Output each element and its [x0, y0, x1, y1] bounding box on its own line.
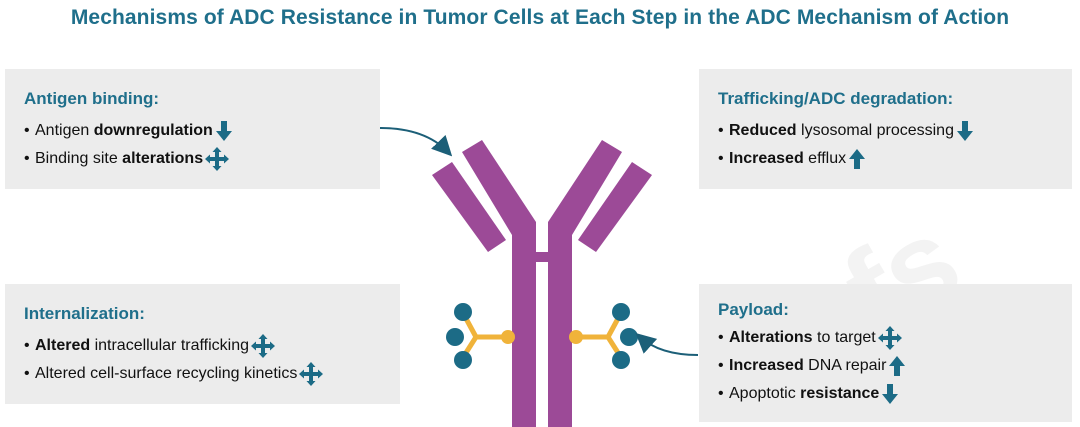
antigen-item-1: • Binding site alterations	[24, 145, 380, 173]
internalization-panel: Internalization: • Altered intracellular …	[5, 284, 400, 404]
payload-item-1: • Increased DNA repair	[718, 352, 1072, 380]
internalization-item-pre: Altered cell-surface recycling kinetics	[35, 365, 298, 382]
bullet: •	[718, 122, 724, 139]
trafficking-item-bold: Increased	[729, 150, 804, 167]
payload-left	[446, 303, 515, 369]
internalization-item-bold: Altered	[35, 337, 91, 354]
antigen-item-text: Antigen downregulation	[35, 117, 213, 145]
down-arrow-icon	[956, 120, 974, 142]
internalization-item-text: Altered intracellular trafficking	[35, 332, 249, 360]
page-title: Mechanisms of ADC Resistance in Tumor Ce…	[70, 6, 1010, 29]
up-arrow-icon	[848, 148, 866, 170]
four-way-arrow-icon	[877, 326, 902, 350]
trafficking-item-post: efflux	[803, 150, 847, 167]
payload-item-text: Alterations to target	[729, 324, 876, 352]
bullet: •	[718, 357, 724, 374]
payload-item-text: Increased DNA repair	[729, 352, 886, 380]
antibody-stem-left	[512, 222, 536, 427]
antigen-item-text: Binding site alterations	[35, 145, 203, 173]
trafficking-heading: Trafficking/ADC degradation:	[718, 89, 954, 108]
payload-heading: Payload:	[718, 300, 789, 319]
internalization-item-post: intracellular trafficking	[90, 337, 250, 354]
bullet: •	[24, 150, 30, 167]
trafficking-item-text: Increased efflux	[729, 145, 846, 173]
payload-item-post: to target	[812, 329, 876, 346]
bullet: •	[24, 337, 30, 354]
bullet: •	[24, 122, 30, 139]
antibody-heavy-arm-left	[462, 140, 536, 235]
payload-item-bold: Alterations	[729, 329, 813, 346]
antibody-hinge-bar	[536, 252, 548, 262]
payload-item-text: Apoptotic resistance	[729, 380, 879, 408]
bullet: •	[24, 365, 30, 382]
trafficking-item-bold: Reduced	[729, 122, 797, 139]
antigen-item-pre: Binding site	[35, 150, 123, 167]
payload-item-post: DNA repair	[803, 357, 887, 374]
four-way-arrow-icon	[205, 147, 230, 171]
internalization-item-1: • Altered cell-surface recycling kinetics	[24, 360, 400, 388]
payload-right	[569, 303, 638, 369]
four-way-arrow-icon	[299, 362, 324, 386]
internalization-item-text: Altered cell-surface recycling kinetics	[35, 360, 297, 388]
payload-item-pre: Apoptotic	[729, 385, 801, 402]
antigen-item-bold: downregulation	[93, 122, 213, 139]
four-way-arrow-icon	[251, 334, 276, 358]
payload-item-bold: resistance	[800, 385, 880, 402]
antigen-binding-heading: Antigen binding:	[24, 89, 160, 108]
payload-panel: Payload: • Alterations to target • Increase…	[699, 284, 1072, 422]
antibody-light-chain-left	[432, 162, 506, 252]
trafficking-panel: Trafficking/ADC degradation: • Reduced ly…	[699, 69, 1072, 189]
antigen-item-bold: alterations	[122, 150, 204, 167]
antigen-item-pre: Antigen	[35, 122, 94, 139]
antibody-stem-right	[548, 222, 572, 427]
down-arrow-icon	[215, 120, 233, 142]
arrow-antigen-to-antibody	[379, 127, 453, 157]
antibody-light-chain-right	[578, 162, 652, 252]
payload-item-bold: Increased	[729, 357, 804, 374]
antigen-item-0: • Antigen downregulation	[24, 117, 380, 145]
payload-item-2: • Apoptotic resistance	[718, 380, 1072, 408]
trafficking-item-text: Reduced lysosomal processing	[729, 117, 954, 145]
down-arrow-icon	[881, 383, 899, 405]
internalization-heading: Internalization:	[24, 304, 145, 323]
up-arrow-icon	[888, 355, 906, 377]
trafficking-item-post: lysosomal processing	[796, 122, 954, 139]
bullet: •	[718, 329, 724, 346]
internalization-item-0: • Altered intracellular trafficking	[24, 332, 400, 360]
bullet: •	[718, 150, 724, 167]
arrow-payload-to-antibody	[635, 332, 699, 356]
antibody-heavy-arm-right	[548, 140, 622, 235]
antigen-binding-panel: Antigen binding: • Antigen downregulation…	[5, 69, 380, 189]
trafficking-item-1: • Increased efflux	[718, 145, 1072, 173]
trafficking-item-0: • Reduced lysosomal processing	[718, 117, 1072, 145]
payload-item-0: • Alterations to target	[718, 324, 1072, 352]
bullet: •	[718, 385, 724, 402]
